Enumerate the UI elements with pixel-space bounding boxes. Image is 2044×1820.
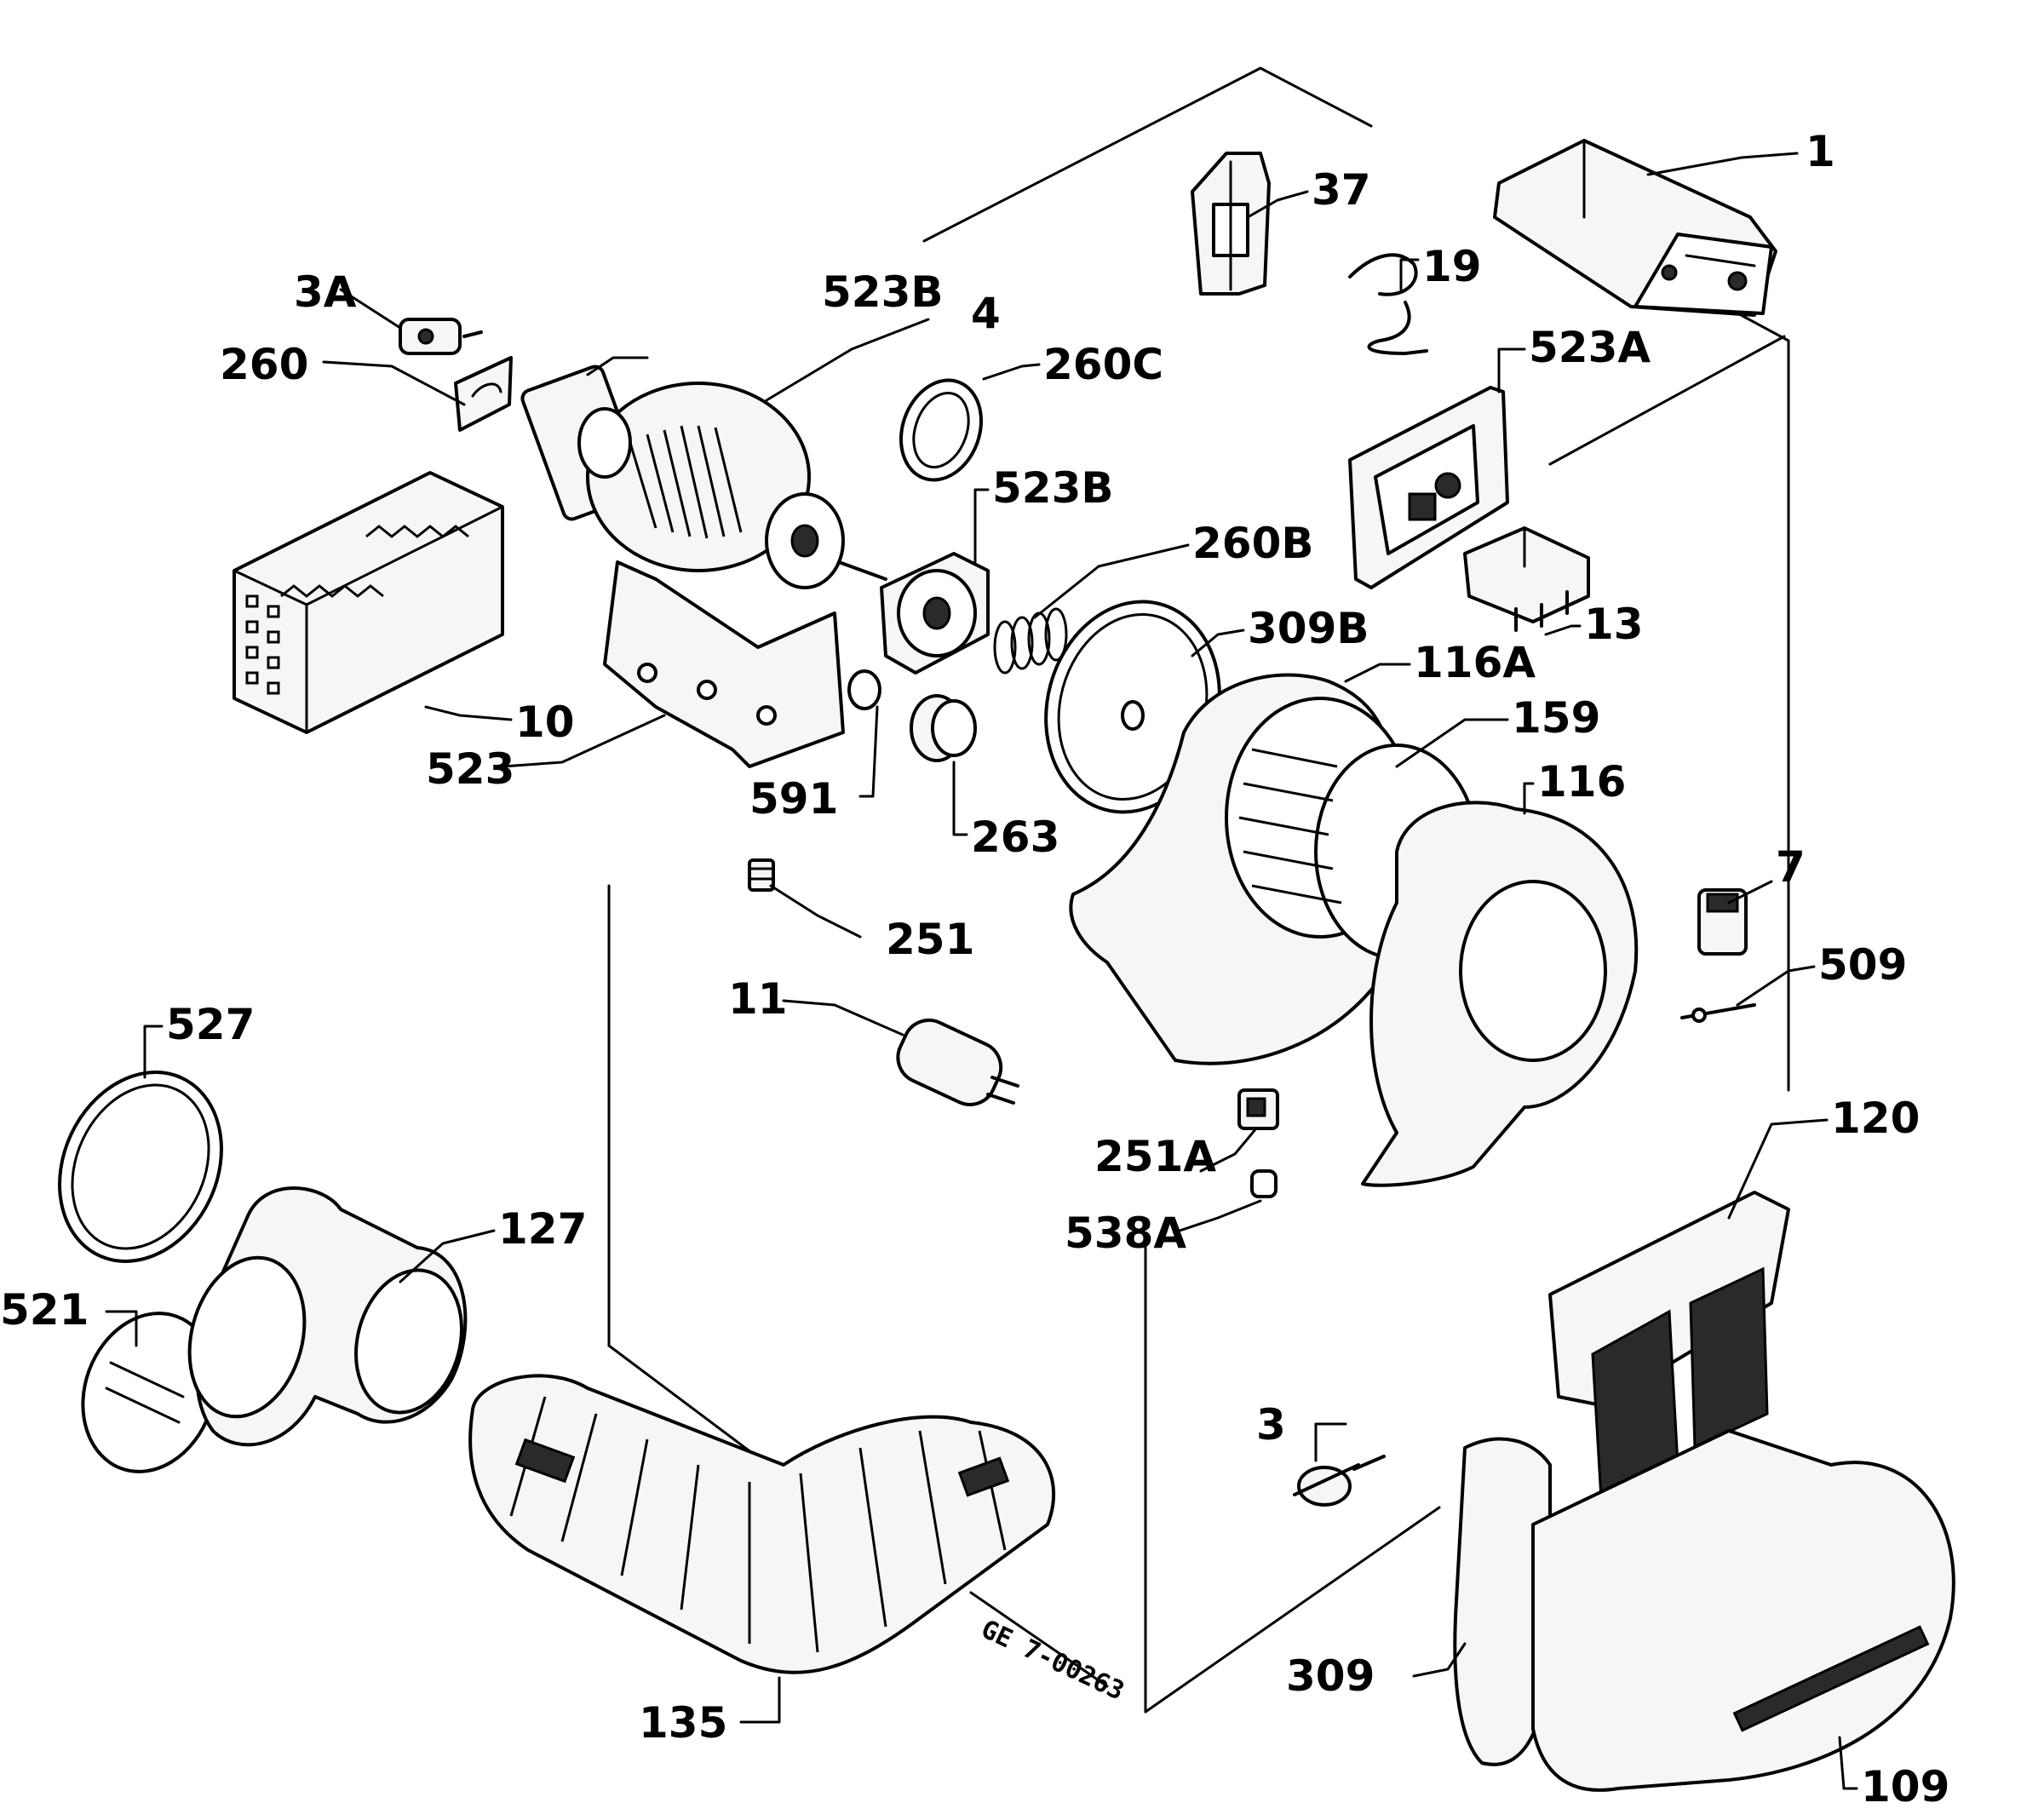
part-7-sensor [1697, 888, 1748, 956]
label-309: 309 [1286, 1651, 1375, 1701]
part-260-bracket [454, 356, 513, 432]
part-4-motor [520, 365, 887, 589]
diagram-code: GE 7-00263 [977, 1615, 1128, 1707]
part-527-ring [58, 1071, 223, 1263]
label-251a: 251A [1094, 1132, 1216, 1181]
part-1-control-box [1493, 139, 1777, 317]
part-309-air-duct [1453, 1437, 1552, 1766]
label-127: 127 [498, 1204, 587, 1254]
part-591-washer [847, 669, 881, 710]
label-260b: 260B [1192, 519, 1313, 568]
part-135-hose [468, 1374, 1055, 1674]
label-10: 10 [515, 698, 575, 747]
part-263-pulley [910, 694, 977, 762]
part-11-capacitor [896, 1018, 1019, 1106]
part-19-wire-clip [1348, 253, 1428, 355]
label-523: 523 [426, 744, 514, 794]
label-116: 116 [1537, 757, 1626, 807]
part-109-duct-cover [1531, 1429, 1955, 1792]
cabinet-outline [607, 66, 1790, 1714]
label-109: 109 [1861, 1762, 1949, 1811]
part-251-nut [748, 858, 775, 892]
part-127-t-connector [187, 1186, 468, 1447]
label-260: 260 [220, 340, 308, 389]
part-538a-bushing [1250, 1169, 1278, 1198]
leader-lines [105, 152, 1858, 1790]
label-527: 527 [166, 1000, 255, 1049]
label-263: 263 [971, 812, 1059, 862]
label-3a: 3A [294, 267, 357, 317]
label-3: 3 [1256, 1400, 1286, 1450]
label-4: 4 [971, 289, 1001, 338]
label-509: 509 [1818, 940, 1907, 990]
part-260c-clamp [899, 378, 984, 482]
part-10-heater [233, 471, 504, 734]
part-251a-block [1237, 1088, 1279, 1130]
label-523b-mid: 523B [992, 463, 1113, 513]
label-260c: 260C [1043, 340, 1163, 389]
label-116a: 116A [1414, 638, 1536, 687]
label-7: 7 [1776, 842, 1806, 892]
label-309b: 309B [1248, 604, 1369, 653]
part-523a-switch-plate [1348, 386, 1509, 589]
label-591: 591 [749, 774, 838, 824]
part-523-motor-cradle [603, 560, 845, 768]
part-260b-spring [993, 607, 1068, 675]
label-120: 120 [1831, 1094, 1920, 1143]
label-37: 37 [1312, 165, 1371, 215]
label-13: 13 [1584, 600, 1644, 649]
part-37-latch [1191, 152, 1271, 296]
label-19: 19 [1422, 242, 1482, 291]
part-3-thermostat [1293, 1455, 1386, 1507]
label-159: 159 [1512, 693, 1600, 743]
label-11: 11 [728, 974, 788, 1024]
part-13-door-switch [1463, 526, 1590, 632]
label-523b-top: 523B [822, 267, 943, 317]
label-1: 1 [1806, 127, 1835, 176]
part-120-lint-filter [1548, 1191, 1790, 1501]
label-523a: 523A [1529, 323, 1651, 372]
label-251: 251 [886, 915, 974, 964]
label-538a: 538A [1065, 1209, 1186, 1258]
part-116-fan-housing-rear [1361, 801, 1639, 1187]
part-3a-thermostat [399, 318, 483, 355]
part-509-pin [1680, 1003, 1756, 1023]
part-523b-bearing-plate [880, 552, 990, 675]
label-135: 135 [639, 1698, 727, 1748]
label-521: 521 [0, 1285, 89, 1335]
